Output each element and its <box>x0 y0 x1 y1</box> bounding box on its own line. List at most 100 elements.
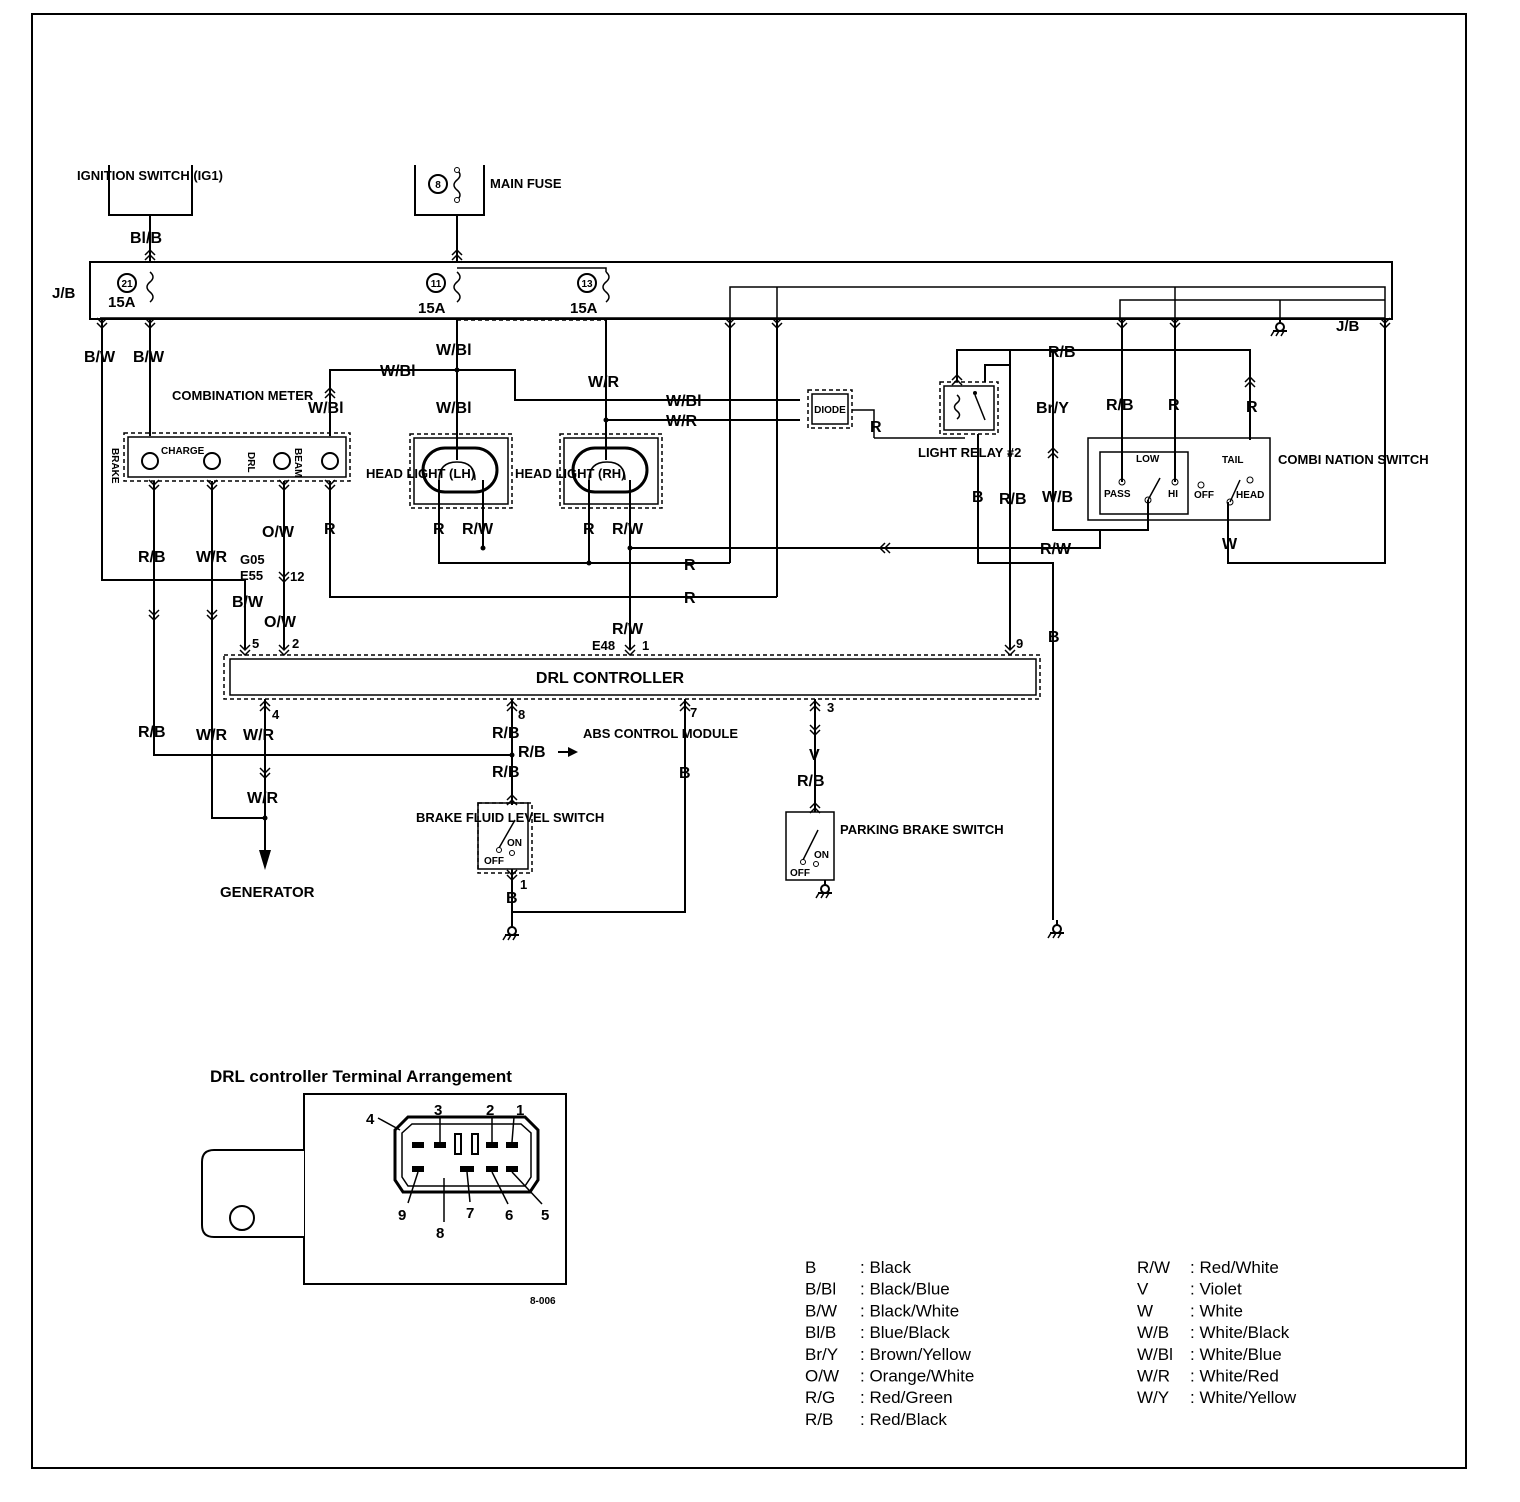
svg-text:HEAD LIGHT (LH): HEAD LIGHT (LH) <box>366 466 475 481</box>
svg-text:PARKING BRAKE SWITCH: PARKING BRAKE SWITCH <box>840 822 1004 837</box>
svg-text:CHARGE: CHARGE <box>161 446 205 457</box>
legend-name: : Black/White <box>860 1301 959 1320</box>
terminal-pin-2: 2 <box>486 1102 494 1119</box>
wire-label-w-r-5: W/R <box>243 727 275 744</box>
wire-label-o-w-2: O/W <box>264 614 297 631</box>
wire-label-b-w-3: B/W <box>232 594 264 611</box>
legend-code: R/W <box>1137 1258 1170 1277</box>
head-light-rh: HEAD LIGHT (RH) <box>515 433 663 509</box>
svg-text:HEAD LIGHT (RH): HEAD LIGHT (RH) <box>515 466 626 481</box>
svg-text:COMBI NATION SWITCH: COMBI NATION SWITCH <box>1278 452 1429 467</box>
svg-text:COMBINATION METER: COMBINATION METER <box>172 388 314 403</box>
legend-name: : Orange/White <box>860 1367 974 1386</box>
pin-9: 9 <box>1016 636 1023 651</box>
svg-text:PASS: PASS <box>1104 489 1131 500</box>
legend-name: : White/Blue <box>1190 1345 1282 1364</box>
legend-code: R/G <box>805 1388 835 1407</box>
svg-text:OFF: OFF <box>484 856 504 867</box>
svg-text:DIODE: DIODE <box>814 405 846 416</box>
wire-label-r-w-sw: R/W <box>1040 541 1072 558</box>
wire-label-w-r-1: W/R <box>588 374 620 391</box>
wire-label-w-b: W/B <box>1042 489 1073 506</box>
wire-label-r-b-sw: R/B <box>1106 397 1134 414</box>
wire-label-o-w-1: O/W <box>262 524 295 541</box>
figure-id: 8-006 <box>530 1296 556 1307</box>
jb-label-left: J/B <box>52 285 76 302</box>
legend-code: B/Bl <box>805 1280 836 1299</box>
legend-name: : Red/Green <box>860 1388 953 1407</box>
wire-label-bl-b: Bl/B <box>130 230 162 247</box>
wire-label-r-1: R <box>324 521 336 538</box>
svg-text:ON: ON <box>507 838 522 849</box>
svg-text:HEAD: HEAD <box>1236 490 1264 501</box>
legend-code: B/W <box>805 1301 837 1320</box>
legend-code: Bl/B <box>805 1323 836 1342</box>
wire-label-r-b-top: R/B <box>1048 344 1076 361</box>
brake-fluid-level-switch: OFF ON BRAKE FLUID LEVEL SWITCH <box>416 802 604 874</box>
legend-name: : White <box>1190 1301 1243 1320</box>
wire-label-r-5: R <box>684 590 696 607</box>
legend-name: : White/Black <box>1190 1323 1290 1342</box>
pin-5: 5 <box>252 636 259 651</box>
legend-code: R/B <box>805 1410 833 1429</box>
main-fuse-label: MAIN FUSE <box>490 176 562 191</box>
svg-text:OFF: OFF <box>790 868 810 879</box>
wire-label-r-sw: R <box>1168 397 1180 414</box>
pin-4: 4 <box>272 707 280 722</box>
legend-code: W/Y <box>1137 1388 1169 1407</box>
wire-label-r-w-1: R/W <box>462 521 494 538</box>
wire-label-r-b-5: R/B <box>492 764 520 781</box>
fuse-11: 11 15A <box>418 271 461 317</box>
terminal-pin-6: 6 <box>505 1207 513 1224</box>
svg-text:BRAKE: BRAKE <box>109 448 120 484</box>
legend-code: B <box>805 1258 816 1277</box>
legend-name: : Red/Black <box>860 1410 947 1429</box>
legend-name: : White/Yellow <box>1190 1388 1297 1407</box>
svg-text:21: 21 <box>121 279 133 290</box>
legend-name: : White/Red <box>1190 1367 1279 1386</box>
conn-e55: E55 <box>240 568 263 583</box>
svg-text:OFF: OFF <box>1194 490 1214 501</box>
wire-label-r-4: R <box>684 557 696 574</box>
svg-text:ON: ON <box>814 850 829 861</box>
wire-label-r-2: R <box>433 521 445 538</box>
terminal-pin-8: 8 <box>436 1225 444 1242</box>
wire-label-w-r-4: W/R <box>196 727 228 744</box>
pin-1: 1 <box>642 638 649 653</box>
ignition-label-1: IGNITION SWITCH (IG1) <box>77 168 223 183</box>
wire-label-r-b-1: R/B <box>138 549 166 566</box>
wire-label-r-diode: R <box>870 419 882 436</box>
svg-text:13: 13 <box>581 279 593 290</box>
legend-name: : Brown/Yellow <box>860 1345 972 1364</box>
wire-label-r-b-2: R/B <box>138 724 166 741</box>
svg-text:BRAKE FLUID LEVEL SWITCH: BRAKE FLUID LEVEL SWITCH <box>416 810 604 825</box>
drl-controller: DRL CONTROLLER <box>223 654 1041 700</box>
wire-label-w-bl-5: W/Bl <box>666 393 702 410</box>
svg-text:DRL CONTROLLER: DRL CONTROLLER <box>536 670 685 687</box>
wire-label-w-r-2: W/R <box>666 413 698 430</box>
wire-label-b-drl: B <box>679 765 691 782</box>
main-fuse: 8 MAIN FUSE <box>414 165 562 216</box>
wire-label-w-bl-4: W/Bl <box>436 400 472 417</box>
conn-g05: G05 <box>240 552 265 567</box>
legend-name: : Black <box>860 1258 912 1277</box>
terminal-pin-9: 9 <box>398 1207 406 1224</box>
terminal-pin-7: 7 <box>466 1205 474 1222</box>
combination-switch: LOW PASS HI TAIL OFF HEAD COMBI NATION S… <box>1087 437 1429 521</box>
terminal-arrangement: DRL controller Terminal Arrangement 4 3 … <box>201 1067 567 1307</box>
svg-text:15A: 15A <box>108 294 136 311</box>
terminal-pin-4: 4 <box>366 1111 375 1128</box>
pin-12: 12 <box>290 569 304 584</box>
svg-text:TAIL: TAIL <box>1222 455 1243 466</box>
legend-name: : Blue/Black <box>860 1323 950 1342</box>
wire-label-w-bl-2: W/Bl <box>380 363 416 380</box>
wire-label-b-brake: B <box>506 890 518 907</box>
svg-text:DRL controller Terminal Arrang: DRL controller Terminal Arrangement <box>210 1067 512 1086</box>
main-fuse-number: 8 <box>435 180 441 191</box>
wire-label-w-bl-3: W/Bl <box>308 400 344 417</box>
light-relay: LIGHT RELAY #2 <box>918 381 1021 460</box>
svg-text:15A: 15A <box>418 300 446 317</box>
wire-label-w-r-3: W/R <box>196 549 228 566</box>
